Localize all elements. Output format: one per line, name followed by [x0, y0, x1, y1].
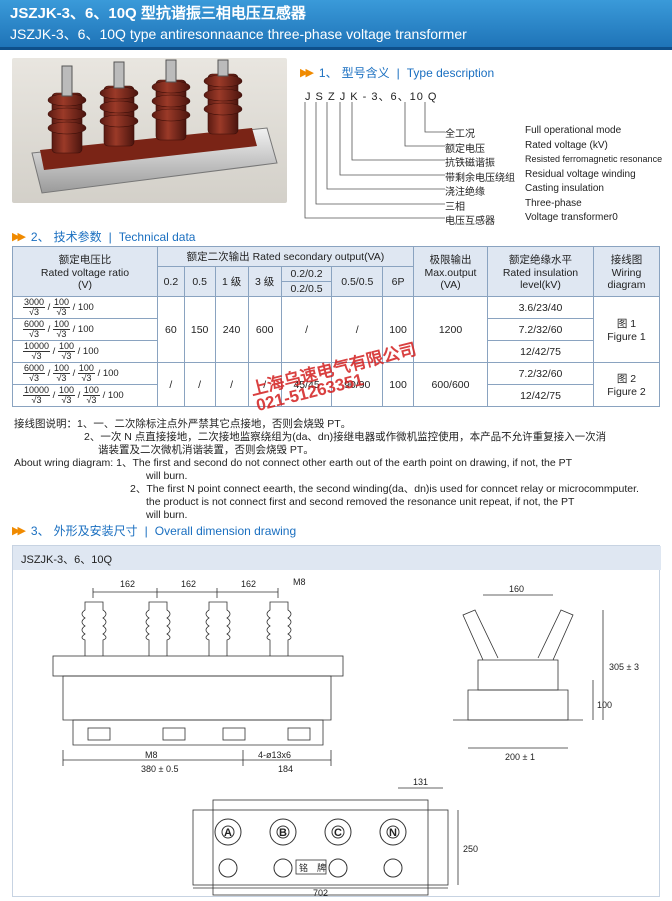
- page-header: JSZJK-3、6、10Q 型抗谐振三相电压互感器 JSZJK-3、6、10Q …: [0, 0, 672, 50]
- dim-label: 305 ± 3: [609, 662, 639, 672]
- dim-label: 162: [120, 579, 135, 589]
- dim-label: 160: [509, 584, 524, 594]
- technical-drawing: 162 162 162 M8 M8 4-ø13x6 380 ± 0.5 184 …: [52, 577, 639, 896]
- header-secondary-output: 额定二次输出 Rated secondary output(VA): [157, 246, 414, 267]
- model-code-leader-lines: [304, 102, 445, 219]
- drawing-model-label: JSZJK-3、6、10Q: [13, 546, 661, 570]
- dim-label: 702: [313, 888, 328, 896]
- table-row: 6000√3 / 100√3 / 100√3 / 100 / / / / 45/…: [12, 362, 660, 407]
- dim-label: M8: [145, 750, 158, 760]
- table-row: 3000√3 / 100√3 / 100 60 150 240 600 / / …: [12, 296, 660, 363]
- title-en: JSZJK-3、6、10Q type antiresonnaance three…: [10, 26, 467, 42]
- dim-label: 380 ± 0.5: [141, 764, 178, 774]
- phase-label: N: [389, 827, 397, 839]
- arrow-icon: ▶▶: [300, 67, 314, 79]
- table-row: 6000√3 / 100√3 / 100 7.2/32/60: [12, 318, 660, 341]
- section-type-description: ▶▶ 1、 型号含义 | Type description: [300, 65, 495, 81]
- section-technical-data: ▶▶ 2、 技术参数 | Technical data: [12, 229, 196, 245]
- phase-label: C: [334, 827, 342, 839]
- table-row: 10000√3 / 100√3 / 100√3 / 100 12/42/75: [12, 384, 660, 407]
- section-dimension-drawing: ▶▶ 3、 外形及安装尺寸 | Overall dimension drawin…: [12, 523, 297, 539]
- phase-label: B: [279, 827, 287, 839]
- model-code: J S Z J K - 3、6、10 Q: [305, 91, 438, 103]
- dim-label: 162: [181, 579, 196, 589]
- dim-label: M8: [293, 577, 306, 587]
- phase-label: A: [224, 827, 232, 839]
- dimension-drawing: JSZJK-3、6、10Q: [12, 545, 661, 897]
- wiring-notes: 接线图说明：1、一、二次除标注点外严禁其它点接地，否则会烧毁 PT。 2、一次 …: [14, 418, 639, 521]
- nameplate-label: 铭 牌: [299, 862, 326, 873]
- arrow-icon: ▶▶: [12, 525, 26, 537]
- dim-label: 131: [413, 777, 428, 787]
- dim-label: 162: [241, 579, 256, 589]
- arrow-icon: ▶▶: [12, 231, 26, 243]
- title-cn: JSZJK-3、6、10Q 型抗谐振三相电压互感器: [10, 5, 306, 22]
- dim-label: 4-ø13x6: [258, 750, 291, 760]
- dim-label: 184: [278, 764, 293, 774]
- dim-label: 200 ± 1: [505, 752, 535, 762]
- dim-label: 250: [463, 844, 478, 854]
- dim-label: 100: [597, 700, 612, 710]
- product-photo: [12, 58, 287, 203]
